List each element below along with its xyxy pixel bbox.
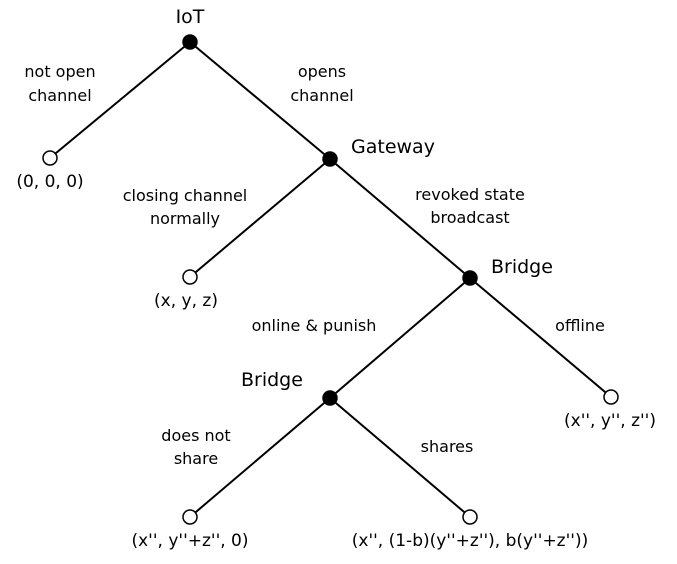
action-label-closing-line-1: closing channel <box>123 186 248 205</box>
action-label-not-open-line-2: channel <box>28 86 91 105</box>
payoff-label-1: (0, 0, 0) <box>16 172 83 192</box>
terminal-node-1 <box>42 150 58 166</box>
payoff-label-5: (x'', (1-b)(y''+z''), b(y''+z'')) <box>352 531 588 551</box>
action-label-not-open-line-1: not open <box>24 62 95 81</box>
edge-gateway-closing <box>189 158 331 278</box>
terminal-node-3 <box>603 389 619 405</box>
action-label-online-punish: online & punish <box>252 316 377 335</box>
action-label-opens-line-2: channel <box>290 86 353 105</box>
action-label-offline: offline <box>555 316 605 335</box>
node-bridge-2 <box>322 390 338 406</box>
edge-iot-opens <box>189 41 331 160</box>
edges <box>49 41 612 518</box>
edge-bridge2-not-share <box>189 397 331 518</box>
player-label-bridge-1: Bridge <box>491 256 553 278</box>
action-label-shares: shares <box>421 437 474 456</box>
payoff-label-4: (x'', y''+z'', 0) <box>131 531 248 551</box>
edge-gateway-revoked <box>329 158 471 279</box>
edge-bridge-offline <box>469 277 612 398</box>
action-label-closing-line-2: normally <box>150 209 220 228</box>
player-label-iot: IoT <box>176 6 205 28</box>
terminal-node-2 <box>182 269 198 285</box>
edge-iot-not-open <box>49 41 191 159</box>
action-label-revoked-line-1: revoked state <box>415 185 525 204</box>
payoff-label-2: (x, y, z) <box>154 291 218 311</box>
edge-bridge-online <box>329 277 471 399</box>
terminal-node-4 <box>182 509 198 525</box>
payoff-label-3: (x'', y'', z'') <box>564 411 656 431</box>
node-bridge-1 <box>462 270 478 286</box>
node-iot <box>182 34 198 50</box>
action-label-opens-line-1: opens <box>298 62 346 81</box>
terminal-node-5 <box>462 509 478 525</box>
node-gateway <box>322 151 338 167</box>
action-label-not-share-line-1: does not <box>161 426 230 445</box>
action-label-revoked-line-2: broadcast <box>430 208 509 227</box>
action-label-not-share-line-2: share <box>174 449 218 468</box>
player-label-gateway: Gateway <box>351 136 435 158</box>
edge-bridge2-shares <box>329 397 471 518</box>
player-label-bridge-2: Bridge <box>241 369 303 391</box>
